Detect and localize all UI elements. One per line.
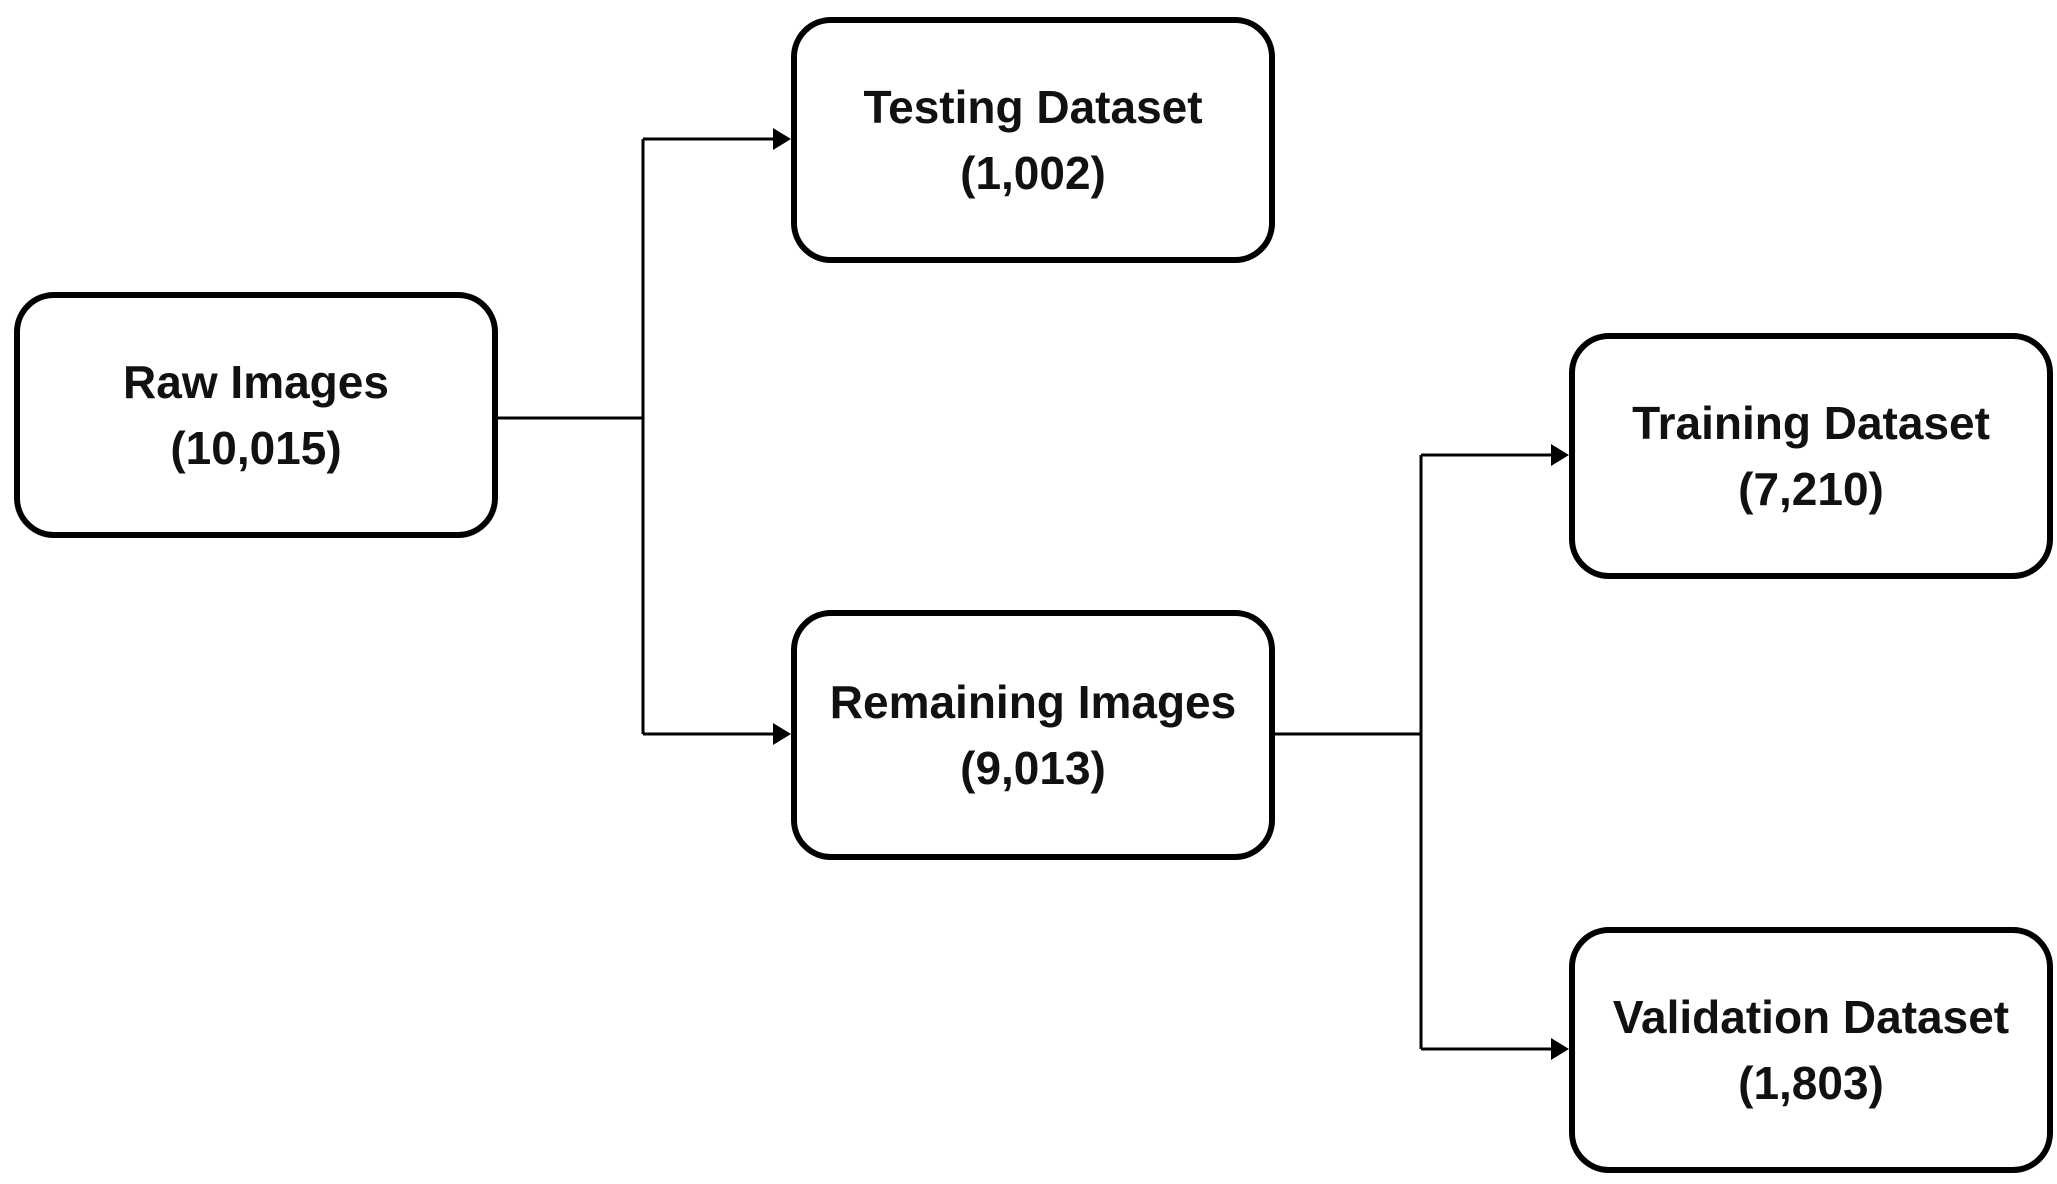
validation-dataset-box: Validation Dataset (1,803)	[1569, 927, 2053, 1173]
raw-images-count: (10,015)	[170, 422, 342, 474]
training-dataset-box: Training Dataset (7,210)	[1569, 333, 2053, 579]
training-dataset-count: (7,210)	[1738, 463, 1884, 515]
arrowhead-to-remaining	[773, 723, 791, 745]
arrowhead-to-training	[1551, 444, 1569, 466]
validation-dataset-count: (1,803)	[1738, 1057, 1884, 1109]
testing-dataset-count: (1,002)	[960, 147, 1106, 199]
remaining-images-box: Remaining Images (9,013)	[791, 610, 1275, 860]
validation-dataset-label: Validation Dataset	[1612, 991, 2010, 1043]
testing-dataset-box: Testing Dataset (1,002)	[791, 17, 1275, 263]
remaining-images-label: Remaining Images	[829, 676, 1237, 728]
remaining-images-count: (9,013)	[960, 742, 1106, 794]
raw-images-label: Raw Images	[123, 356, 389, 408]
raw-images-box: Raw Images (10,015)	[14, 292, 498, 538]
arrowhead-to-validation	[1551, 1038, 1569, 1060]
testing-dataset-label: Testing Dataset	[863, 81, 1203, 133]
arrowhead-to-testing	[773, 128, 791, 150]
training-dataset-label: Training Dataset	[1632, 397, 1990, 449]
